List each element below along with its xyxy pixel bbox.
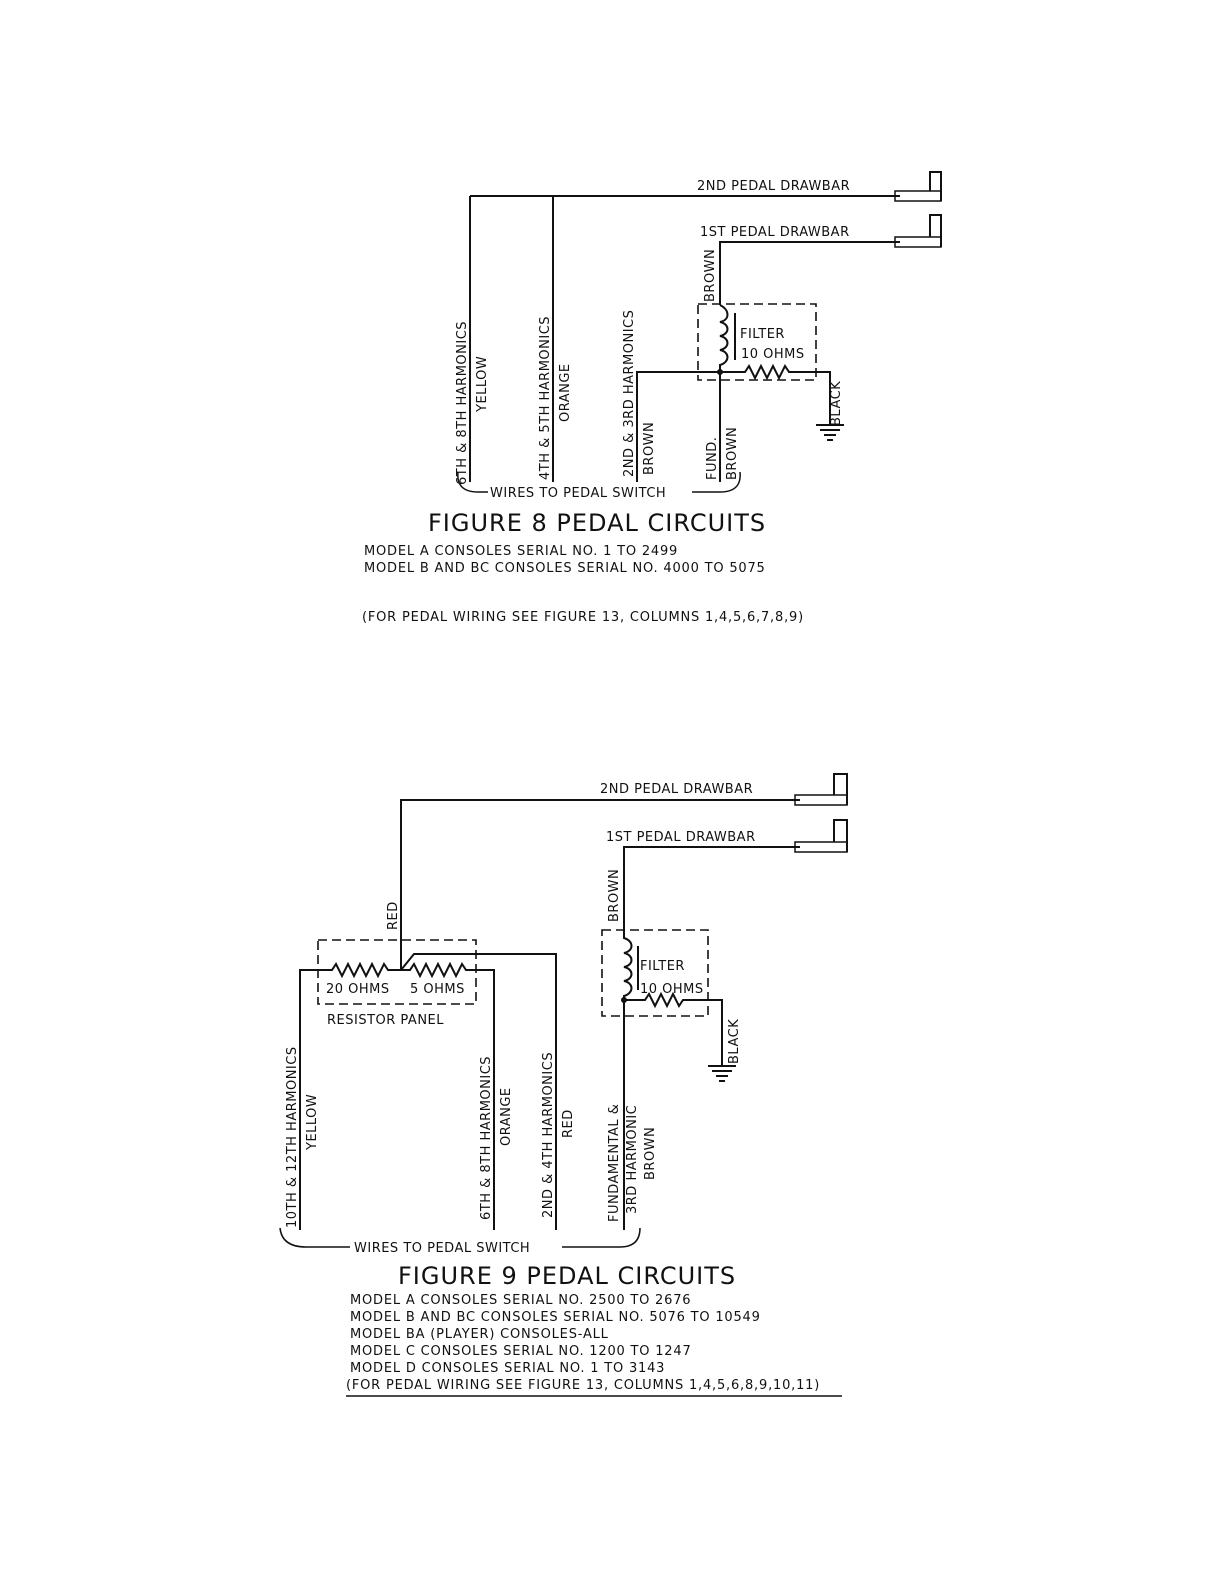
- figure-9-note: (FOR PEDAL WIRING SEE FIGURE 13, COLUMNS…: [346, 1378, 820, 1393]
- label-1st-drawbar: 1ST PEDAL DRAWBAR: [700, 225, 850, 240]
- label-resistor-panel: RESISTOR PANEL: [327, 1013, 444, 1028]
- figure-8-note: (FOR PEDAL WIRING SEE FIGURE 13, COLUMNS…: [362, 610, 804, 625]
- inductor-coil-icon: [719, 304, 729, 372]
- label-wire2-color: ORANGE: [558, 363, 573, 422]
- label-wire4-fund: FUND.: [705, 437, 720, 480]
- figure-9-caption-5: MODEL D CONSOLES SERIAL NO. 1 TO 3143: [350, 1361, 665, 1376]
- figure-8-caption-2: MODEL B AND BC CONSOLES SERIAL NO. 4000 …: [364, 561, 766, 576]
- resistor-10-ohms-icon: [624, 991, 723, 1066]
- resistor-10-ohms-icon: [720, 363, 831, 425]
- plug-1st-drawbar: [894, 214, 942, 248]
- resistor-5-ohms-icon: [401, 961, 495, 1230]
- brace-left: [457, 471, 488, 493]
- resistor-panel-box: [317, 939, 477, 1005]
- wire-brown-2nd-3rd: [636, 371, 720, 482]
- figure-9-caption-2: MODEL B AND BC CONSOLES SERIAL NO. 5076 …: [350, 1310, 761, 1325]
- label-2nd-drawbar: 2ND PEDAL DRAWBAR: [697, 179, 850, 194]
- label-wire3-harmonics: 2ND & 3RD HARMONICS: [622, 310, 637, 477]
- label-brown-top: BROWN: [703, 249, 718, 302]
- wire-brown-1st-drawbar: [623, 846, 800, 930]
- figure-8-caption-1: MODEL A CONSOLES SERIAL NO. 1 TO 2499: [364, 544, 678, 559]
- label-brown-top: BROWN: [607, 869, 622, 922]
- inductor-coil-icon: [623, 930, 633, 1230]
- brace-left: [279, 1227, 350, 1248]
- wire-red-tap: [400, 953, 557, 1230]
- figure-8: 2ND PEDAL DRAWBAR 1ST PEDAL DRAWBAR FILT…: [362, 171, 942, 625]
- label-wire4-fundamental: FUNDAMENTAL &: [607, 1104, 622, 1222]
- brace-right: [692, 471, 741, 493]
- label-black: BLACK: [727, 1019, 742, 1064]
- label-wire4-color: BROWN: [725, 427, 740, 480]
- label-wire2-harmonics: 6TH & 8TH HARMONICS: [479, 1056, 494, 1220]
- label-5-ohms: 5 OHMS: [410, 982, 465, 997]
- label-filter-ohms: 10 OHMS: [741, 347, 805, 362]
- label-wire1-harmonics: 6TH & 8TH HARMONICS: [455, 321, 470, 485]
- label-wire3-harmonics: 2ND & 4TH HARMONICS: [541, 1052, 556, 1218]
- label-filter-ohms: 10 OHMS: [640, 982, 704, 997]
- label-black: BLACK: [829, 381, 844, 426]
- label-wires-to-pedal-switch: WIRES TO PEDAL SWITCH: [490, 486, 666, 501]
- figure-9: 2ND PEDAL DRAWBAR 1ST PEDAL DRAWBAR BROW…: [279, 773, 848, 1397]
- figure-9-title: FIGURE 9 PEDAL CIRCUITS: [398, 1262, 736, 1290]
- ground-icon: [816, 424, 844, 441]
- brace-right: [562, 1227, 641, 1248]
- label-wire2-color: ORANGE: [499, 1087, 514, 1146]
- label-1st-drawbar: 1ST PEDAL DRAWBAR: [606, 830, 756, 845]
- label-red-top: RED: [386, 901, 401, 930]
- label-wire4-color: BROWN: [643, 1127, 658, 1180]
- plug-1st-drawbar: [794, 819, 848, 853]
- label-wire1-color: YELLOW: [305, 1094, 320, 1151]
- label-wire1-color: YELLOW: [475, 356, 490, 413]
- label-wire3-color: BROWN: [642, 422, 657, 475]
- figure-9-caption-4: MODEL C CONSOLES SERIAL NO. 1200 TO 1247: [350, 1344, 692, 1359]
- label-wire3-color: RED: [561, 1109, 576, 1138]
- label-2nd-drawbar: 2ND PEDAL DRAWBAR: [600, 782, 753, 797]
- wire-1st-drawbar: [719, 241, 900, 305]
- label-wire2-harmonics: 4TH & 5TH HARMONICS: [538, 316, 553, 480]
- plug-2nd-drawbar: [894, 171, 942, 202]
- figure-9-caption-3: MODEL BA (PLAYER) CONSOLES-ALL: [350, 1327, 609, 1342]
- resistor-20-ohms-icon: [299, 961, 401, 1230]
- filter-box: [697, 303, 817, 381]
- label-wire1-harmonics: 10TH & 12TH HARMONICS: [285, 1046, 300, 1228]
- label-wires-to-pedal-switch: WIRES TO PEDAL SWITCH: [354, 1241, 530, 1256]
- label-20-ohms: 20 OHMS: [326, 982, 390, 997]
- plug-2nd-drawbar: [794, 773, 848, 806]
- label-filter: FILTER: [640, 959, 685, 974]
- figure-8-title: FIGURE 8 PEDAL CIRCUITS: [428, 509, 766, 537]
- label-wire4-3rd-harmonic: 3RD HARMONIC: [625, 1105, 640, 1214]
- wire-red-2nd-drawbar: [400, 799, 800, 970]
- label-filter: FILTER: [740, 327, 785, 342]
- filter-box: [601, 929, 709, 1017]
- figure-9-caption-1: MODEL A CONSOLES SERIAL NO. 2500 TO 2676: [350, 1293, 691, 1308]
- ground-icon: [708, 1065, 736, 1082]
